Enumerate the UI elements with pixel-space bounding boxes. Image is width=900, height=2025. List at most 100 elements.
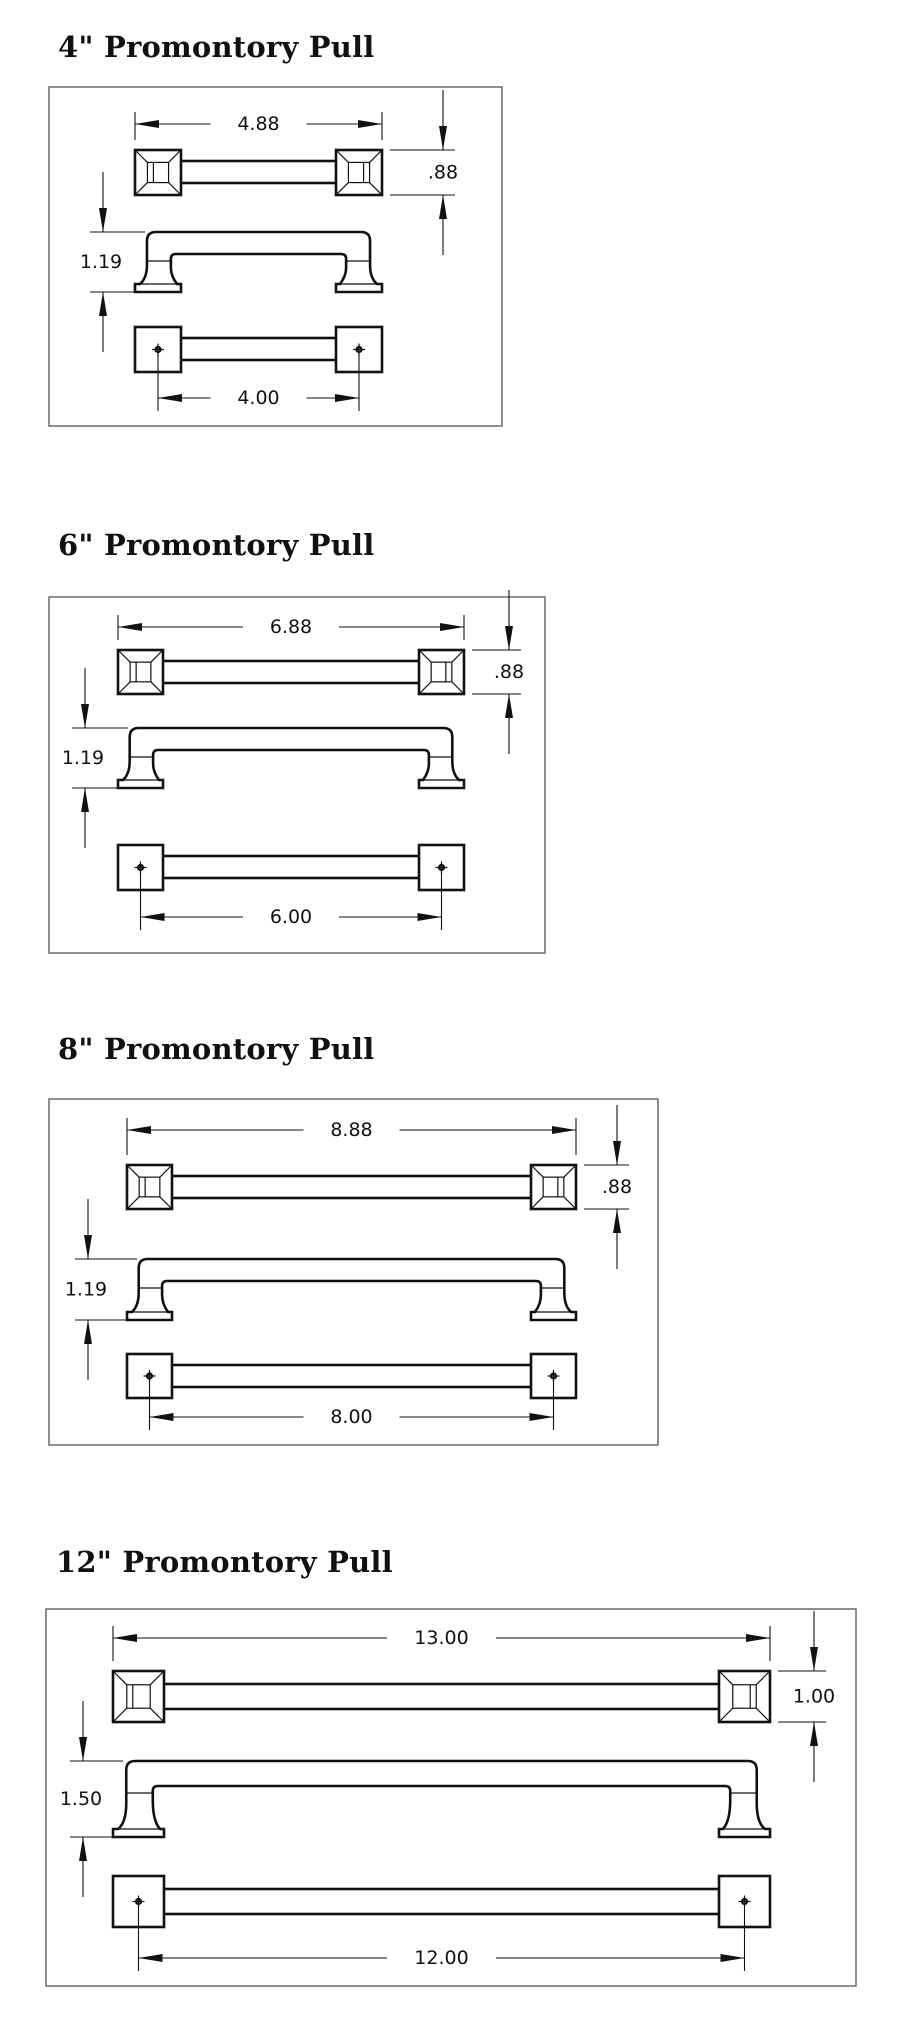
cap-inner-panel (542, 1176, 565, 1198)
arrowhead-icon (505, 694, 513, 718)
cap-inner-panel (347, 161, 371, 184)
drawing-section-2: 8.88.881.198.00 (48, 1098, 659, 1446)
handle-bar (160, 1887, 723, 1916)
end-cap (417, 648, 466, 696)
drawing-section-1: 6.88.881.196.00 (48, 590, 546, 954)
cap-inner-panel (430, 661, 453, 683)
bevel-line (369, 182, 383, 196)
dim-height: .88 (602, 1176, 632, 1198)
end-cap (116, 648, 165, 696)
arrowhead-icon (552, 1126, 576, 1134)
bevel-line (451, 649, 465, 663)
bevel-line (117, 681, 131, 695)
arrowhead-icon (613, 1141, 621, 1165)
dim-height: 1.00 (793, 1686, 835, 1708)
arrowhead-icon (113, 1634, 137, 1642)
bevel-line (168, 182, 182, 196)
top-view (125, 1163, 578, 1211)
label-backdrop (62, 1277, 110, 1302)
handle-bar (159, 854, 423, 880)
arrowhead-icon (613, 1209, 621, 1233)
handle-bar (160, 1682, 723, 1711)
drawing-section-0: 4.88.881.194.00 (48, 86, 503, 427)
bevel-line (563, 1164, 577, 1178)
label-backdrop (491, 660, 527, 684)
bevel-line (755, 1707, 771, 1723)
dim-overall-length: 13.00 (414, 1627, 468, 1649)
arrowhead-icon (720, 1954, 745, 1962)
dim-projection: 1.19 (62, 747, 104, 769)
dim-center-to-center: 4.00 (237, 387, 279, 409)
handle-bar (159, 659, 423, 685)
bottom-view (111, 1874, 772, 1929)
bevel-line (159, 1164, 173, 1178)
bevel-line (134, 149, 148, 163)
arrowhead-icon (440, 623, 464, 631)
cap-inner-panel (129, 661, 152, 683)
bottom-view (133, 325, 384, 374)
side-view (133, 230, 384, 294)
end-cap (111, 1669, 166, 1724)
bevel-line (335, 182, 349, 196)
top-view (133, 148, 384, 197)
arrowhead-icon (138, 1954, 163, 1962)
end-cap (717, 1669, 772, 1724)
dim-overall-length: 6.88 (270, 616, 312, 638)
arrowhead-icon (810, 1722, 818, 1746)
arrowhead-icon (810, 1647, 818, 1671)
arrowhead-icon (127, 1126, 151, 1134)
label-backdrop (59, 746, 107, 770)
bevel-line (418, 681, 432, 695)
arrowhead-icon (79, 1737, 87, 1761)
label-backdrop (77, 250, 125, 274)
dim-projection: 1.19 (65, 1279, 107, 1301)
dim-center-to-center: 8.00 (330, 1406, 372, 1428)
arrowhead-icon (335, 394, 359, 402)
bevel-line (563, 1196, 577, 1210)
bevel-line (718, 1670, 734, 1686)
label-backdrop (599, 1175, 635, 1199)
arrowhead-icon (99, 292, 107, 316)
label-backdrop (425, 160, 461, 185)
arrowhead-icon (79, 1837, 87, 1861)
section-title-8in: 8" Promontory Pull (58, 1032, 375, 1066)
label-backdrop (790, 1684, 838, 1709)
end-cap (334, 148, 384, 197)
handle-profile (125, 1257, 578, 1322)
section-title-6in: 6" Promontory Pull (58, 528, 375, 562)
bevel-line (755, 1670, 771, 1686)
end-cap (125, 1163, 174, 1211)
bevel-line (126, 1196, 140, 1210)
top-view (111, 1669, 772, 1724)
dim-height: .88 (428, 162, 458, 184)
arrowhead-icon (99, 208, 107, 232)
bevel-line (134, 182, 148, 196)
dim-projection: 1.19 (80, 251, 122, 273)
arrowhead-icon (439, 126, 447, 150)
cap-inner-panel (126, 1684, 151, 1709)
dim-center-to-center: 12.00 (414, 1947, 468, 1969)
bevel-line (168, 149, 182, 163)
cap-inner-panel (732, 1684, 757, 1709)
dimensions: 8.88.881.198.00 (62, 1105, 635, 1430)
arrowhead-icon (439, 195, 447, 219)
end-cap (529, 1163, 578, 1211)
arrowhead-icon (149, 1413, 174, 1421)
arrowhead-icon (81, 788, 89, 812)
bevel-line (117, 649, 131, 663)
dimensions: 4.88.881.194.00 (77, 90, 461, 411)
arrowhead-icon (140, 913, 165, 921)
dimensions: 6.88.881.196.00 (59, 590, 527, 930)
handle-bar (168, 1174, 535, 1200)
cap-inner-panel (146, 161, 170, 184)
bevel-line (530, 1196, 544, 1210)
bevel-line (335, 149, 349, 163)
handle-profile (133, 230, 384, 294)
bevel-line (718, 1707, 734, 1723)
bevel-line (150, 649, 164, 663)
cap-inner-panel (138, 1176, 161, 1198)
side-view (111, 1759, 772, 1839)
bottom-view (125, 1352, 578, 1400)
